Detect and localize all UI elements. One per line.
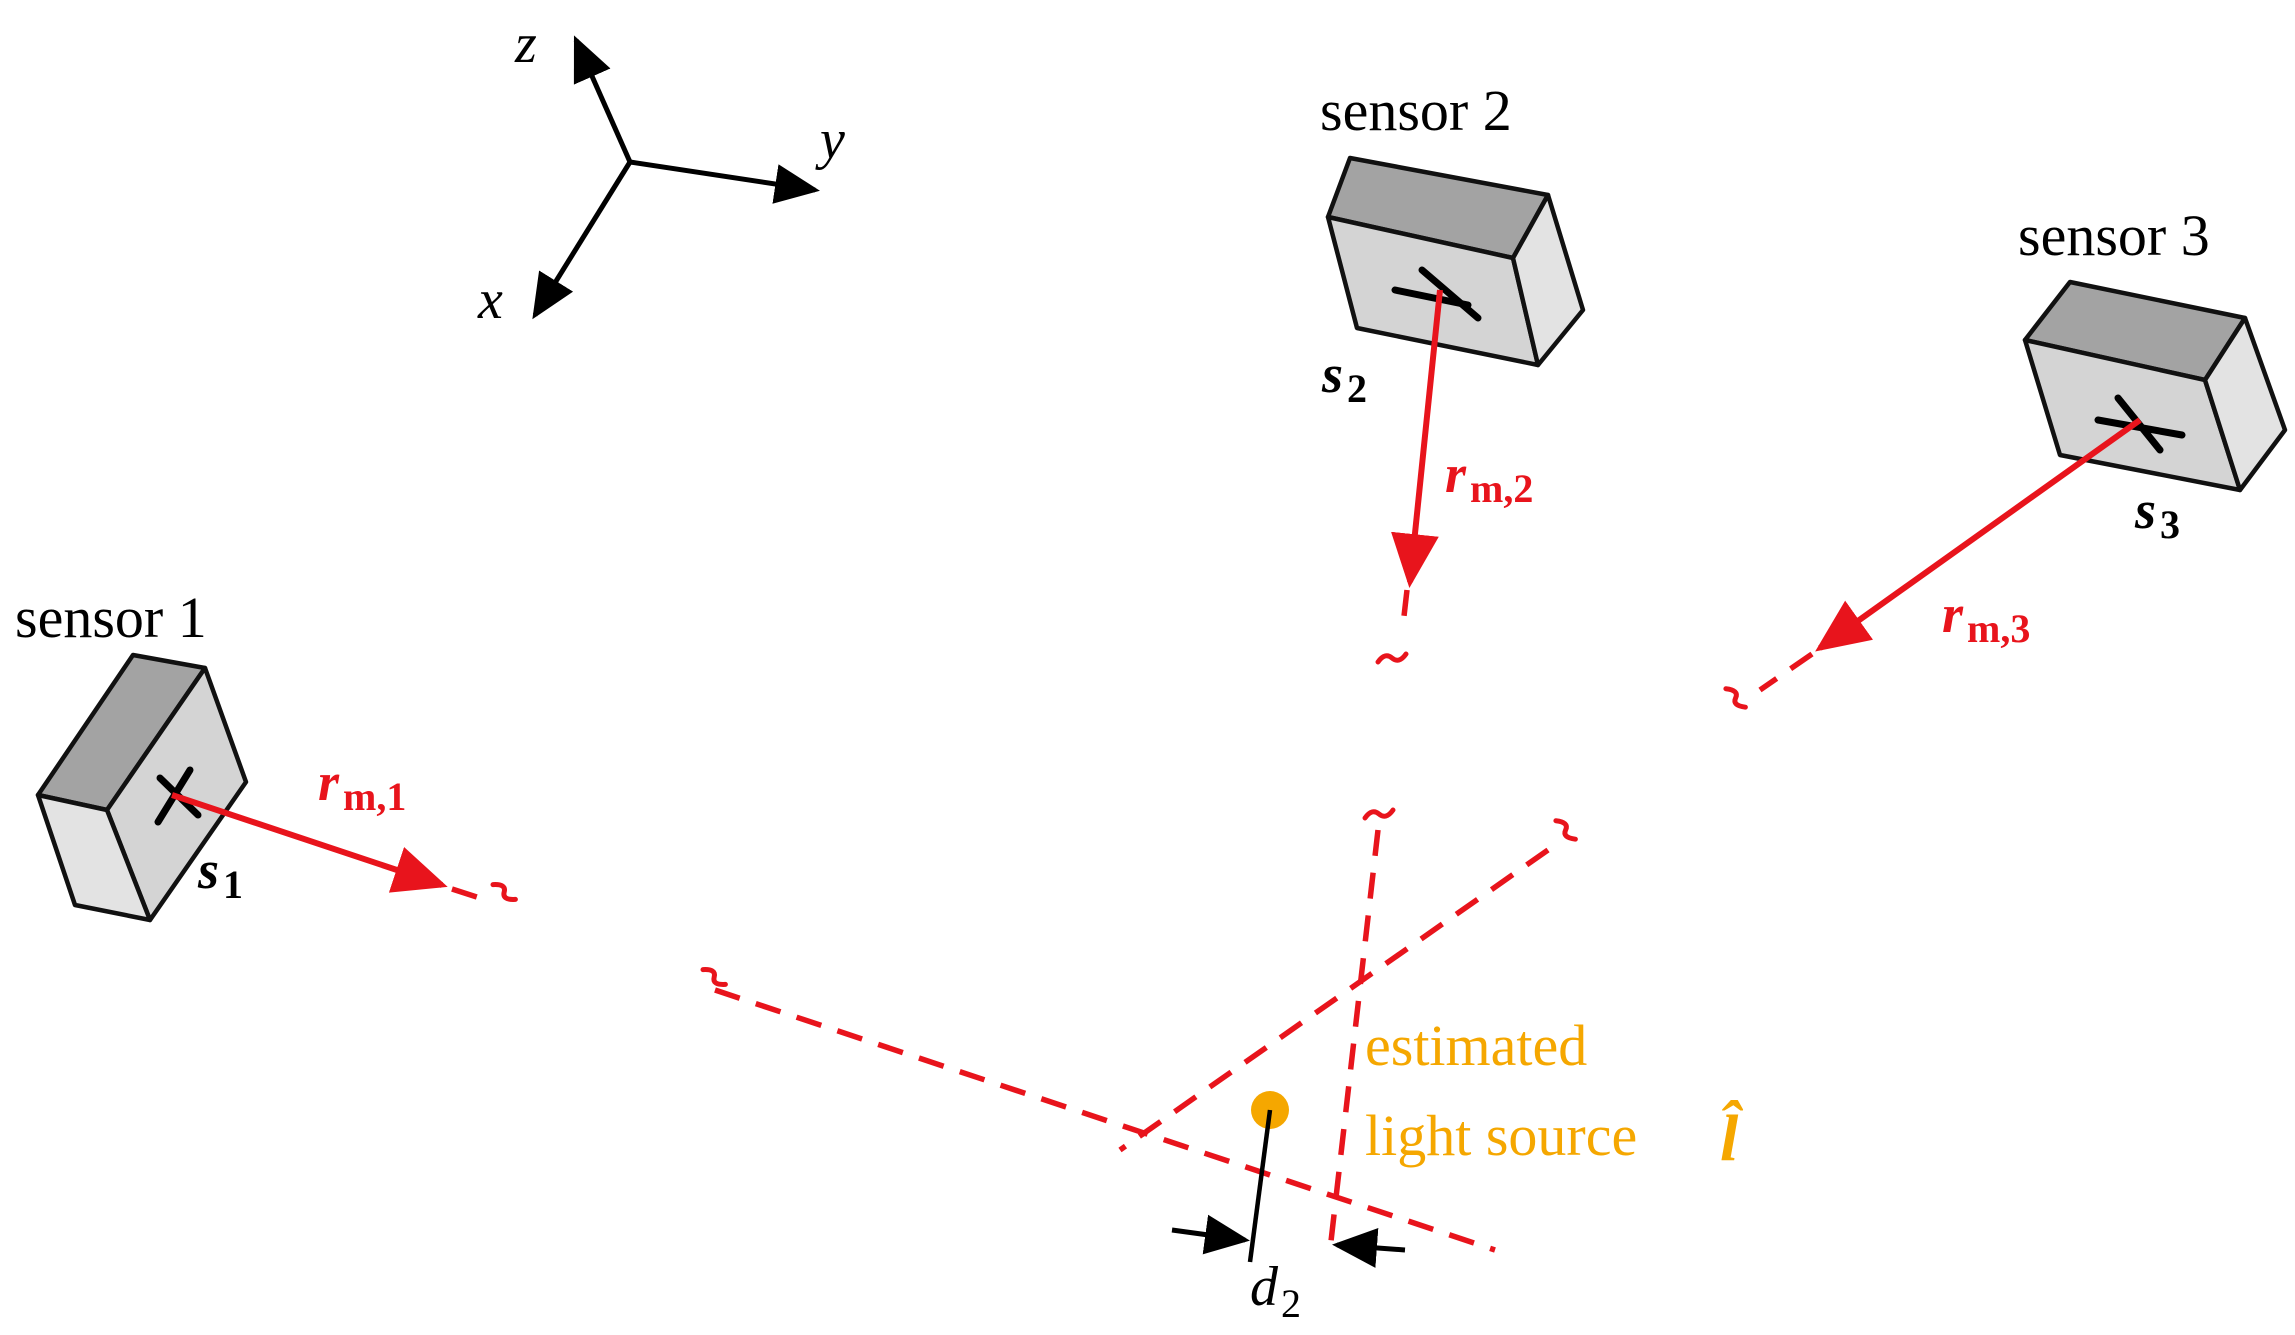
sensor-2-title: sensor 2 (1320, 78, 1512, 143)
estimated-symbol: l̂ (1720, 1099, 1744, 1175)
z-axis-arrow (573, 35, 633, 164)
estimated-label-line1: estimated (1365, 1013, 1587, 1078)
ray-m3-break-start (1723, 686, 1748, 710)
d2-left-arrow (1171, 1214, 1250, 1255)
estimated-light-source: estimated light source l̂ (1247, 1013, 1744, 1263)
ray-m2-dashed-line (1327, 829, 1381, 1251)
ray-m1-arrow (171, 792, 448, 893)
distance-d2: d2 (1171, 1214, 1406, 1326)
ray-m3-dashed-line (1118, 847, 1550, 1153)
sensor-2-crosshair-a (1418, 266, 1482, 322)
z-axis-label: z (514, 13, 537, 75)
coordinate-axes: z y x (477, 13, 845, 331)
sensor-3-crosshair-b (2094, 416, 2186, 439)
y-axis-arrow (629, 159, 820, 204)
x-axis-label: x (477, 269, 503, 331)
ray-m1-dash-start (451, 886, 481, 901)
ray-m1-dashed-line (714, 987, 1496, 1253)
sensor-3-side-face (2202, 315, 2288, 493)
sensor-1-title: sensor 1 (15, 585, 207, 650)
ray-m1-break-start (490, 882, 518, 902)
light-source-stem (1247, 1109, 1273, 1263)
sensor-2-side-face (1510, 192, 1586, 368)
ray-m3-arrow (1815, 417, 2142, 652)
ray-m2-arrow (1391, 289, 1443, 588)
y-axis-label: y (815, 109, 845, 171)
ray-m2-dash-start (1400, 589, 1410, 626)
sensor-1-side-face (35, 792, 153, 923)
sensor-3-title: sensor 3 (2018, 203, 2210, 268)
ray-m3-break-end (1553, 818, 1578, 842)
estimated-label-line2: light source (1365, 1103, 1637, 1168)
x-axis-arrow (532, 160, 633, 320)
ray-m2-break-start (1375, 651, 1409, 665)
sensor-2-crosshair-b (1391, 286, 1472, 309)
d2-label: d2 (1250, 1256, 1301, 1326)
ray-m3-dash-start (1758, 651, 1814, 693)
d2-right-arrow (1332, 1227, 1406, 1268)
ray-m2-break-end (1362, 807, 1396, 821)
ray-m1-break-end (700, 967, 728, 987)
